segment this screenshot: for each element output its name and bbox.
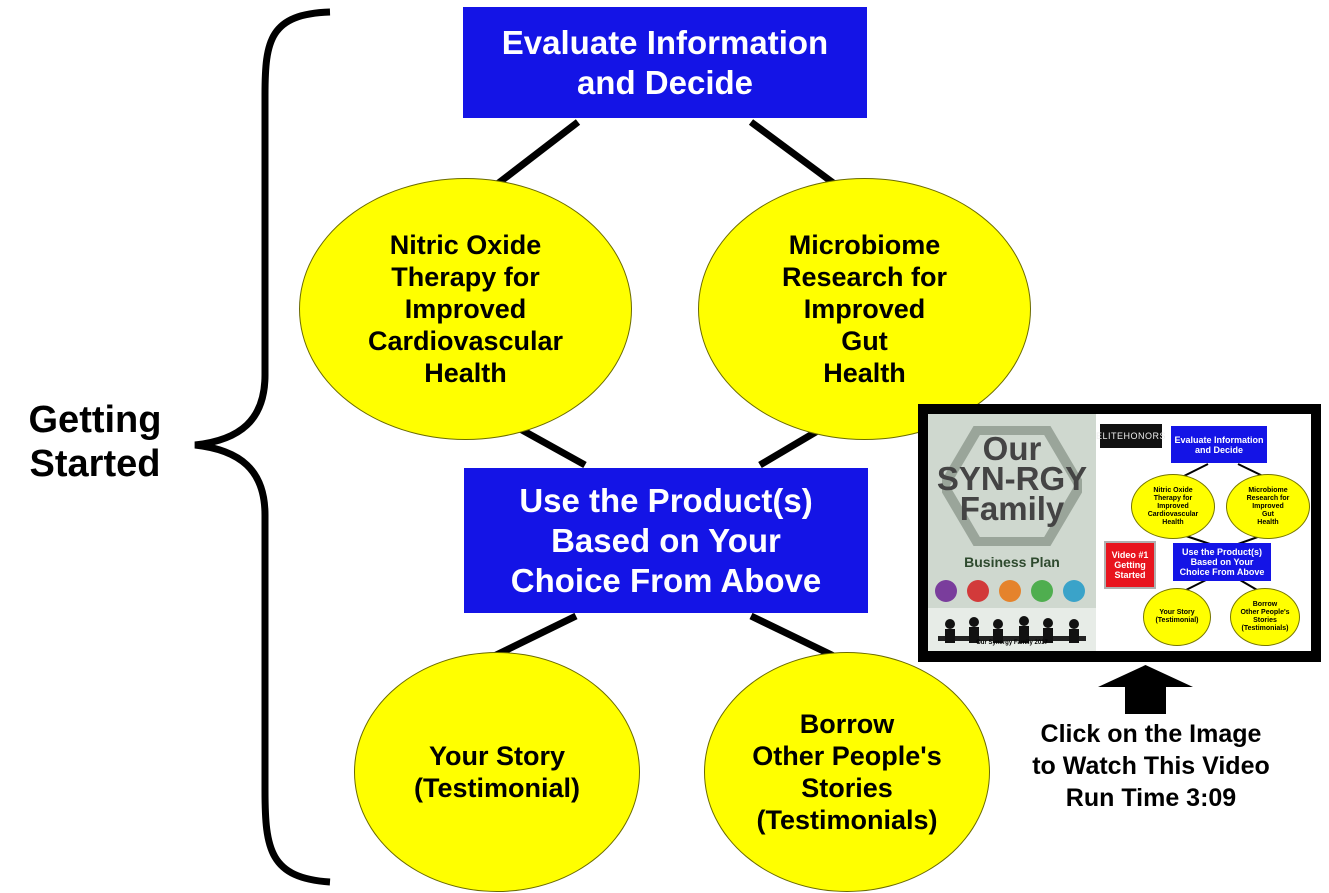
mini-microbiome-ellipse: Microbiome Research for Improved Gut Hea… xyxy=(1226,474,1310,539)
curly-brace xyxy=(194,8,331,886)
poster-subtitle: Business Plan xyxy=(964,554,1060,570)
borrow-stories-ellipse: Borrow Other People's Stories (Testimoni… xyxy=(704,652,990,892)
meeting-silhouettes xyxy=(928,608,1096,651)
poster-copyright: Our Synergy Family 2017 xyxy=(976,640,1048,646)
nitric-oxide-ellipse: Nitric Oxide Therapy for Improved Cardio… xyxy=(299,178,632,440)
evaluate-box: Evaluate Information and Decide xyxy=(463,7,867,118)
microbiome-ellipse: Microbiome Research for Improved Gut Hea… xyxy=(698,178,1031,440)
mini-borrow-stories-ellipse: Borrow Other People's Stories (Testimoni… xyxy=(1230,588,1300,646)
business-plan-poster: Our SYN-RGY Family Business Plan xyxy=(928,414,1096,651)
synergy-logo-icon xyxy=(942,426,1082,546)
video-caption: Click on the Image to Watch This Video R… xyxy=(1032,720,1270,812)
video-preview[interactable]: Our SYN-RGY Family Business Plan xyxy=(928,414,1311,651)
up-arrow-icon xyxy=(1098,665,1193,714)
use-product-box: Use the Product(s) Based on Your Choice … xyxy=(464,468,868,613)
video-thumbnail[interactable]: Our SYN-RGY Family Business Plan xyxy=(918,404,1321,662)
poster-icons-row xyxy=(935,580,1085,602)
poster-title: Our SYN-RGY Family xyxy=(936,430,1088,527)
mini-nitric-oxide-ellipse: Nitric Oxide Therapy for Improved Cardio… xyxy=(1131,474,1215,539)
mini-video-label: Video #1 Getting Started xyxy=(1104,541,1156,589)
mini-your-story-ellipse: Your Story (Testimonial) xyxy=(1143,588,1211,646)
your-story-ellipse: Your Story (Testimonial) xyxy=(354,652,640,892)
getting-started-label: Getting Started xyxy=(28,399,162,485)
mini-use-product-box: Use the Product(s) Based on Your Choice … xyxy=(1173,543,1271,581)
elite-honors-logo: ELITEHONORS xyxy=(1096,424,1166,448)
mini-evaluate-box: Evaluate Information and Decide xyxy=(1171,426,1267,463)
